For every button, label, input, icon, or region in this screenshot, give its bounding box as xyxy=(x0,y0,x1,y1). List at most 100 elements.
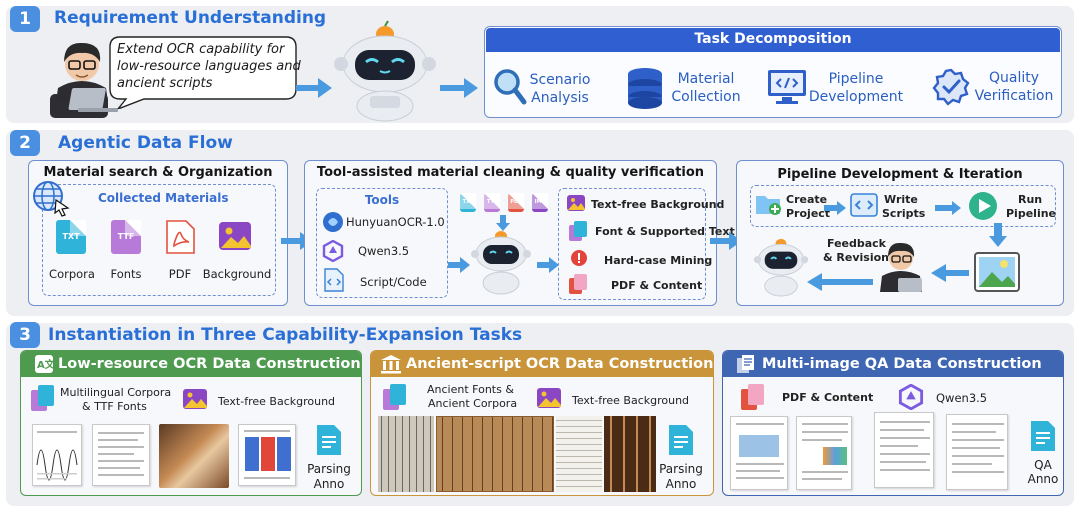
magnifier-icon xyxy=(494,69,527,105)
output-hard-case: Hard-case Mining xyxy=(604,254,713,267)
arrow-right-icon xyxy=(537,257,559,273)
svg-text:A文: A文 xyxy=(37,358,54,371)
arrow-down-icon xyxy=(496,215,510,231)
user-at-laptop-icon xyxy=(50,42,118,118)
arrow-right-icon xyxy=(296,78,332,98)
image-result-icon xyxy=(974,252,1020,292)
pdf-content-icon xyxy=(741,384,764,410)
material-search-title: Material search & Organization xyxy=(43,165,273,180)
task-title-low-resource: Low-resource OCR Data Construction xyxy=(58,356,361,372)
task-title-multi-image-qa: Multi-image QA Data Construction xyxy=(762,356,1042,372)
step-write-2: Scripts xyxy=(882,207,926,220)
step-run-2: Pipeline xyxy=(1006,207,1056,220)
task-item-2-line2: Collection xyxy=(671,89,741,105)
robot-agent-icon xyxy=(471,231,531,295)
sample-photo-image xyxy=(159,424,229,488)
section-1-number: 1 xyxy=(10,6,40,32)
annotation-file-icon xyxy=(1031,421,1055,451)
documents-icon xyxy=(737,355,754,373)
task2-input1-line2: Ancient Corpora xyxy=(428,397,518,410)
task-title-ancient-script: Ancient-script OCR Data Construction xyxy=(406,356,714,372)
image-background-icon xyxy=(183,389,207,409)
section-3-number: 3 xyxy=(10,322,40,348)
pipeline-steps-box xyxy=(750,185,1056,227)
pdf-file-icon: PDF xyxy=(508,193,524,212)
sample-manuscript-image xyxy=(378,416,434,492)
task-item-4-line2: Verification xyxy=(974,88,1054,104)
sample-manuscript-image xyxy=(436,416,554,492)
translate-icon: A文 xyxy=(35,355,54,373)
database-icon xyxy=(628,68,662,109)
speech-line-3: ancient scripts xyxy=(117,76,213,91)
step-run-1: Run xyxy=(1018,193,1043,206)
speech-bubble xyxy=(109,36,297,109)
tools-box xyxy=(316,188,448,298)
task1-output-2: Anno xyxy=(313,477,345,491)
task-header-multi-image-qa xyxy=(723,351,1063,377)
section-2-title: Agentic Data Flow xyxy=(58,133,233,153)
task-header-low-resource xyxy=(21,351,361,377)
material-label-pdf: PDF xyxy=(168,267,192,281)
feedback-label-2: & Revision xyxy=(823,251,889,264)
material-label-corpora: Corpora xyxy=(49,267,95,281)
cleaning-title: Tool-assisted material cleaning & qualit… xyxy=(316,165,705,180)
task1-input2: Text-free Background xyxy=(218,395,336,408)
task-decomposition-title: Task Decomposition xyxy=(694,31,852,47)
material-label-background: Background xyxy=(202,267,272,281)
task1-output-1: Parsing xyxy=(307,462,351,476)
txt-ttf-file-icon xyxy=(383,384,406,410)
robot-agent-icon xyxy=(334,20,436,122)
task-item-3-line1: Pipeline xyxy=(828,71,884,87)
arrow-left-icon xyxy=(931,264,969,282)
sample-doc-image xyxy=(730,416,788,490)
task-item-4-line1: Quality xyxy=(988,70,1040,86)
check-badge-icon xyxy=(932,68,970,106)
task2-input2: Text-free Background xyxy=(572,394,690,407)
sample-doc-image xyxy=(32,424,82,486)
txt-ttf-file-icon xyxy=(31,385,54,411)
outputs-box xyxy=(558,188,706,300)
arrow-right-icon xyxy=(710,232,742,250)
arrow-right-icon xyxy=(448,257,470,273)
sample-manuscript-image xyxy=(556,416,602,492)
hunyuan-logo-icon xyxy=(323,212,343,232)
feedback-label-1: Feedback xyxy=(827,237,886,250)
temple-icon xyxy=(381,355,401,374)
sample-doc-image xyxy=(946,414,1008,490)
tool-qwen: Qwen3.5 xyxy=(358,244,410,258)
qwen-logo-icon xyxy=(898,384,924,410)
step-create-1: Create xyxy=(786,193,828,206)
task-item-1-line1: Scenario xyxy=(529,72,591,88)
arrow-right-icon xyxy=(935,201,961,215)
task1-input1-line1: Multilingual Corpora xyxy=(60,386,172,399)
globe-search-icon xyxy=(33,181,70,217)
arrow-right-icon xyxy=(440,78,478,98)
script-code-icon xyxy=(324,268,344,292)
material-label-fonts: Fonts xyxy=(110,267,142,281)
task-decomposition-header xyxy=(486,28,1060,52)
arrow-right-icon xyxy=(824,201,846,215)
task-header-ancient-script xyxy=(371,351,713,377)
output-pdf-content: PDF & Content xyxy=(611,279,703,292)
task3-input1: PDF & Content xyxy=(782,391,874,404)
section-2-number: 2 xyxy=(10,130,40,156)
image-background-icon xyxy=(537,388,561,408)
sample-manuscript-image xyxy=(604,416,656,492)
font-text-icon xyxy=(569,221,587,241)
tools-label: Tools xyxy=(364,193,400,207)
annotation-file-icon xyxy=(669,425,693,455)
collected-materials-box xyxy=(42,184,276,296)
tool-script: Script/Code xyxy=(360,275,427,289)
task3-input2: Qwen3.5 xyxy=(936,391,988,405)
task1-input1-line2: & TTF Fonts xyxy=(82,400,147,413)
arrow-down-icon xyxy=(989,223,1007,247)
txt-file-icon: TXT xyxy=(460,193,476,212)
sample-doc-image xyxy=(874,412,934,488)
speech-line-2: low-resource languages and xyxy=(117,59,301,74)
output-font-text: Font & Supported Text xyxy=(595,225,735,238)
task2-output-2: Anno xyxy=(665,477,697,491)
play-run-icon xyxy=(969,192,997,220)
pdf-file-icon xyxy=(166,220,195,254)
task-item-2-line1: Material xyxy=(677,71,735,87)
task3-output-2: Anno xyxy=(1027,472,1059,486)
